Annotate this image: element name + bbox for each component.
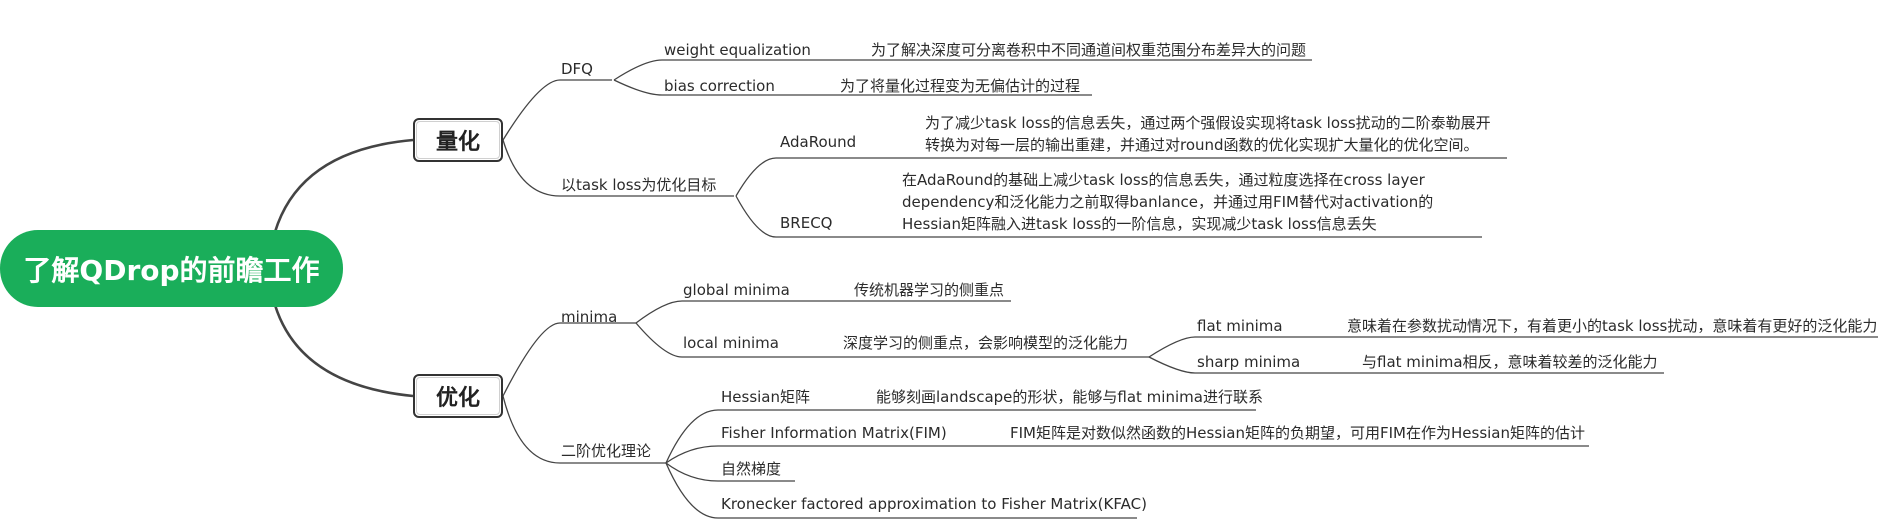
connector-opt-second [502, 395, 666, 464]
connector-local-sharp [1148, 356, 1664, 374]
node-bias-correction[interactable]: bias correction [664, 77, 775, 95]
connector-quant-taskloss [502, 139, 734, 197]
connector-local-flat [1148, 336, 1878, 358]
desc-adaround: 为了减少task loss的信息丢失，通过两个强假设实现将task loss扰动… [925, 114, 1491, 154]
connector-opt-minima [502, 322, 636, 397]
node-natural-gradient[interactable]: 自然梯度 [721, 460, 782, 478]
desc-weight-equalization: 为了解决深度可分离卷积中不同通道间权重范围分布差异大的问题 [871, 41, 1307, 59]
connector-second-natgrad [665, 462, 795, 482]
desc-hessian: 能够刻画landscape的形状，能够与flat minima进行联系 [876, 388, 1263, 406]
desc-bias-correction: 为了将量化过程变为无偏估计的过程 [840, 77, 1081, 95]
desc-fim: FIM矩阵是对数似然函数的Hessian矩阵的负期望，可用FIM在作为Hessi… [1010, 424, 1585, 442]
desc-flat-minima: 意味着在参数扰动情况下，有着更小的task loss扰动，意味着有更好的泛化能力 [1347, 317, 1878, 335]
connector-taskloss-brecq [735, 195, 1482, 238]
node-global-minima[interactable]: global minima [683, 281, 790, 299]
root-node[interactable]: 了解QDrop的前瞻工作 [0, 230, 343, 307]
connector-second-fim [665, 445, 1589, 464]
branch-quantization[interactable]: 量化 [413, 118, 503, 162]
node-hessian[interactable]: Hessian矩阵 [721, 388, 811, 406]
node-minima[interactable]: minima [561, 308, 618, 326]
node-dfq[interactable]: DFQ [561, 60, 593, 78]
connector-minima-local [635, 322, 1149, 358]
node-task-loss[interactable]: 以task loss为优化目标 [561, 176, 717, 194]
node-second-order[interactable]: 二阶优化理论 [561, 442, 652, 460]
node-brecq[interactable]: BRECQ [780, 214, 833, 232]
desc-sharp-minima: 与flat minima相反，意味着较差的泛化能力 [1362, 353, 1658, 371]
connector-root-quant [273, 138, 414, 233]
connector-quant-dfq [502, 79, 612, 141]
connector-second-kfac [665, 462, 1137, 519]
node-weight-equalization[interactable]: weight equalization [664, 41, 811, 59]
node-flat-minima[interactable]: flat minima [1197, 317, 1283, 335]
desc-brecq: 在AdaRound的基础上减少task loss的信息丢失，通过粒度选择在cro… [902, 171, 1434, 233]
node-fim[interactable]: Fisher Information Matrix(FIM) [721, 424, 947, 442]
connector-root-opt [273, 304, 414, 398]
desc-global-minima: 传统机器学习的侧重点 [854, 281, 1005, 299]
connector-minima-global [635, 300, 1011, 324]
connector-second-hessian [665, 409, 1256, 464]
node-sharp-minima[interactable]: sharp minima [1197, 353, 1301, 371]
connector-dfq-bias [613, 79, 1092, 96]
connector-dfq-weq [613, 59, 1312, 81]
desc-local-minima: 深度学习的侧重点，会影响模型的泛化能力 [843, 334, 1129, 352]
branch-optimization[interactable]: 优化 [413, 374, 503, 418]
node-local-minima[interactable]: local minima [683, 334, 779, 352]
node-adaround[interactable]: AdaRound [780, 133, 857, 151]
connector-taskloss-adaround [735, 157, 1507, 197]
node-kfac[interactable]: Kronecker factored approximation to Fish… [721, 495, 1147, 513]
